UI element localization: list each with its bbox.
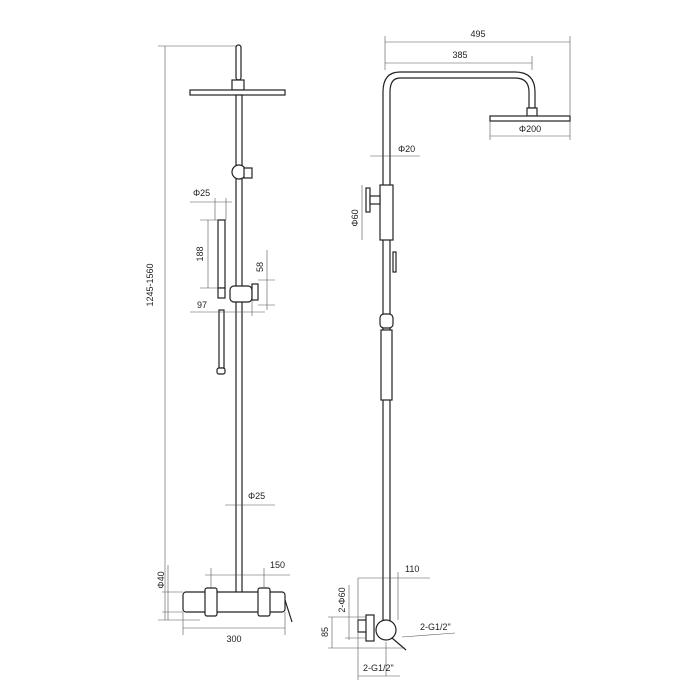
hand-shower xyxy=(217,219,226,289)
dim-mixer-diameter: Φ40 xyxy=(156,565,183,620)
dim-holder-height: 58 xyxy=(255,250,275,310)
holder-knob xyxy=(251,283,259,301)
dim-handshower-diameter: Φ25 xyxy=(190,188,232,220)
shower-head xyxy=(189,89,286,96)
wall-offset-label: 110 xyxy=(405,564,419,574)
handshower-diameter-label: Φ25 xyxy=(193,188,210,198)
holder-height-label: 58 xyxy=(255,262,265,272)
left-view: 1245-1560 Φ25 188 58 97 Φ25 xyxy=(145,44,293,644)
mixer-knob-left xyxy=(204,587,218,617)
mixer-knob-right xyxy=(257,587,271,617)
right-view: 495 385 Φ200 Φ20 Φ60 110 xyxy=(320,29,571,680)
mixer-width-label: 300 xyxy=(226,634,241,644)
hose xyxy=(218,309,225,369)
diverter-diameter-label: Φ60 xyxy=(350,209,360,226)
dim-diverter-diameter: Φ60 xyxy=(350,185,363,240)
slide-holder xyxy=(229,285,253,303)
dim-height: 1245-1560 xyxy=(145,45,236,621)
connection-height-label: 85 xyxy=(320,627,330,637)
shower-head xyxy=(489,115,571,122)
inlet-thread-bottom-label: 2-G1/2" xyxy=(363,663,394,673)
dim-inlet-thread-bottom: 2-G1/2" xyxy=(358,642,400,677)
arm-reach-label: 385 xyxy=(452,50,467,60)
dim-holder-offset: 97 xyxy=(190,300,265,316)
mixer-diameter-label: Φ40 xyxy=(156,571,166,588)
dim-wall-offset: 110 xyxy=(357,564,430,680)
dim-pipe-diameter: Φ20 xyxy=(370,144,420,157)
head-connector xyxy=(526,107,538,117)
slide-holder xyxy=(379,313,394,329)
handshower-length-label: 188 xyxy=(195,246,205,261)
holder-offset-label: 97 xyxy=(197,300,207,310)
overall-reach-label: 495 xyxy=(470,29,485,39)
hand-shower xyxy=(380,329,393,401)
dim-connection-height: 85 xyxy=(320,616,405,649)
dim-knob-spacing: 150 xyxy=(205,560,290,588)
dim-flange-diameter: 2-Φ60 xyxy=(337,585,366,640)
head-stem xyxy=(235,44,242,81)
head-diameter-label: Φ200 xyxy=(519,124,541,134)
head-connector xyxy=(231,79,245,91)
dim-handshower-length: 188 xyxy=(195,219,218,289)
flange-diameter-label: 2-Φ60 xyxy=(337,587,347,612)
flange-plate xyxy=(365,614,375,642)
dim-overall-reach: 495 xyxy=(384,29,571,115)
dim-head-diameter: Φ200 xyxy=(489,121,571,140)
dim-riser-diameter: Φ25 xyxy=(225,491,275,506)
hand-shower-base xyxy=(217,287,226,299)
dim-mixer-width: 300 xyxy=(182,612,286,644)
height-label: 1245-1560 xyxy=(145,263,155,306)
knob-spacing-label: 150 xyxy=(270,560,285,570)
inlet-thread-right-label: 2-G1/2" xyxy=(420,622,451,632)
bracket-clamp xyxy=(243,167,253,179)
hose-nut xyxy=(216,367,226,375)
dim-arm-reach: 385 xyxy=(385,50,533,70)
diverter-stem xyxy=(369,195,381,205)
riser-diameter-label: Φ25 xyxy=(248,491,265,501)
mixer-lever xyxy=(284,599,293,623)
rail-clip xyxy=(392,251,397,273)
mixer-body xyxy=(375,619,397,641)
pipe-diameter-label: Φ20 xyxy=(398,144,415,154)
diverter xyxy=(379,184,394,241)
diverter-knob xyxy=(365,187,371,213)
dim-inlet-thread-right: 2-G1/2" xyxy=(401,622,456,638)
